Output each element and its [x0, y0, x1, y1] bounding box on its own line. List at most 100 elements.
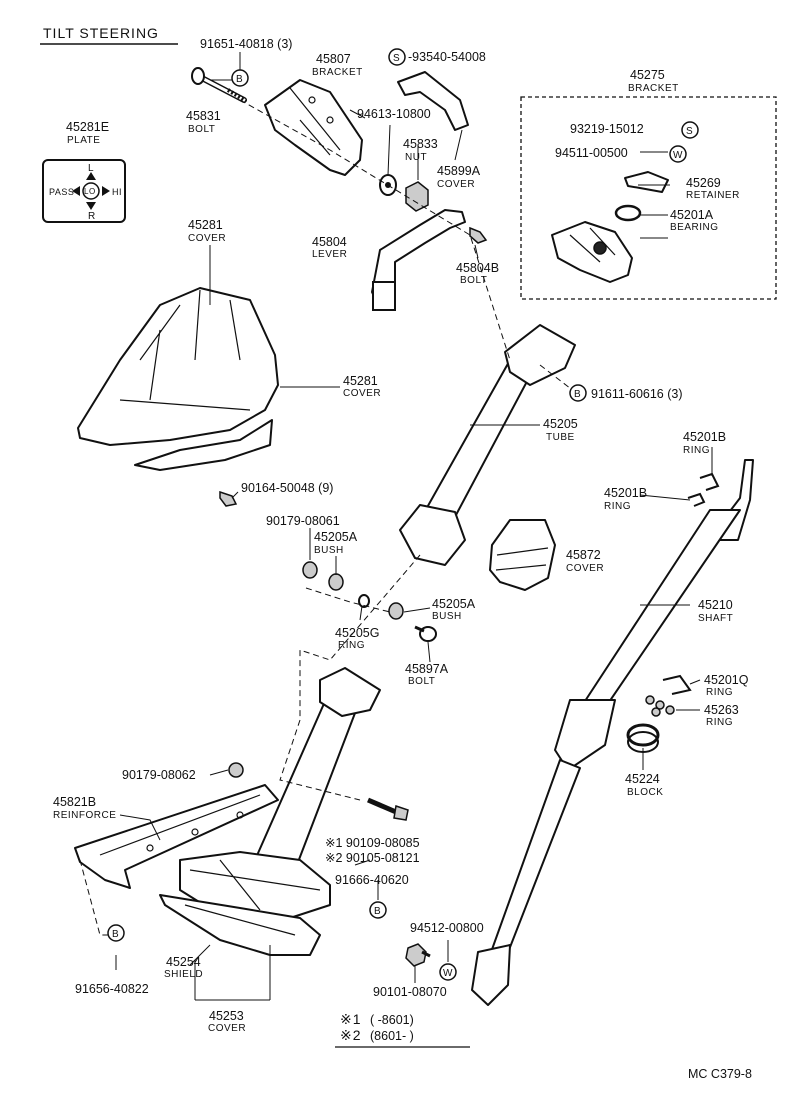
label-94512-number: 94512-00800 — [410, 921, 484, 935]
label-45804B-number: 45804B — [456, 261, 499, 275]
bracket-assembly-box — [520, 96, 777, 300]
label-45201B-top-number: 45201B — [683, 430, 726, 444]
bush-45205A-lower-drawing — [388, 602, 404, 620]
label-45281E-number: 45281E — [66, 120, 109, 134]
label-91666-number: 91666-40620 — [335, 873, 409, 887]
plate-label-l: L — [88, 163, 94, 174]
svg-text:B: B — [112, 929, 119, 940]
label-45897A-number: 45897A — [405, 662, 449, 676]
note-1-mark: ※1 — [340, 1011, 362, 1027]
label-45899A-number: 45899A — [437, 164, 481, 178]
label-45201Q-number: 45201Q — [704, 673, 749, 687]
label-45269-name: RETAINER — [686, 190, 740, 201]
label-90164-number: 90164-50048 (9) — [241, 481, 333, 495]
label-45201B-bot-number: 45201B — [604, 486, 647, 500]
tilt-plate: L R PASS LO HI — [42, 159, 126, 223]
screw-90164-drawing — [219, 490, 238, 507]
label-45201B-top-name: RING — [683, 445, 710, 456]
label-91656-number: 91656-40822 — [75, 982, 149, 996]
svg-text:B: B — [236, 74, 243, 85]
label-45833-number: 45833 — [403, 137, 438, 151]
label-91611-number: 91611-60616 (3) — [591, 387, 683, 401]
plate-label-r: R — [88, 211, 96, 222]
ring-45201Q-drawing — [662, 674, 692, 695]
svg-text:B: B — [374, 906, 381, 917]
label-90105-number: ※2 90105-08121 — [325, 851, 420, 865]
bracket-45807-drawing — [264, 79, 363, 176]
bolt-45897A-drawing — [414, 625, 437, 642]
label-45205-name: TUBE — [546, 432, 575, 443]
label-45281-mid-number: 45281 — [343, 374, 378, 388]
label-45831-name: BOLT — [188, 124, 215, 135]
label-45210-name: SHAFT — [698, 613, 733, 624]
label-45831-number: 45831 — [186, 109, 221, 123]
svg-text:W: W — [673, 150, 683, 161]
ring-45201B-drawing — [687, 472, 720, 507]
symbol-s-93219: S — [681, 121, 699, 139]
svg-text:S: S — [686, 126, 693, 137]
label-45281-top-name: COVER — [188, 233, 226, 244]
label-93540-number: -93540-54008 — [408, 50, 486, 64]
figure-code: MC C379-8 — [688, 1067, 752, 1081]
label-45205A-top-number: 45205A — [314, 530, 358, 544]
retainer-45269-drawing — [624, 171, 669, 193]
assembly-line-a — [239, 99, 511, 361]
symbol-w-94511: W — [669, 145, 687, 163]
svg-text:S: S — [393, 53, 400, 64]
bracket-45275-drawing — [551, 221, 633, 283]
label-45210-number: 45210 — [698, 598, 733, 612]
label-94511-number: 94511-00500 — [555, 146, 628, 160]
shield-45254-drawing — [159, 894, 321, 956]
label-45275-name: BRACKET — [628, 83, 679, 94]
label-45899A-name: COVER — [437, 179, 475, 190]
nut-90179-08062-drawing — [228, 762, 244, 778]
note-1-range: ( -8601) — [370, 1013, 414, 1027]
ring-45263-drawing — [645, 695, 675, 717]
label-45804-number: 45804 — [312, 235, 347, 249]
label-45872-number: 45872 — [566, 548, 601, 562]
note-2: ※2 (8601- ) — [340, 1027, 414, 1043]
label-45804-name: LEVER — [312, 249, 347, 260]
bearing-45201A-drawing — [614, 204, 642, 222]
label-45254-name: SHIELD — [164, 969, 203, 980]
label-45281-top-number: 45281 — [188, 218, 223, 232]
label-93219-number: 93219-15012 — [570, 122, 644, 136]
label-45804B-name: BOLT — [460, 275, 487, 286]
label-45807-name: BRACKET — [312, 67, 363, 78]
note-2-mark: ※2 — [340, 1027, 362, 1043]
label-45201A-name: BEARING — [670, 222, 719, 233]
plate-label-lo: LO — [84, 187, 96, 196]
label-45821B-name: REINFORCE — [53, 810, 116, 821]
plate-label-hi: HI — [112, 187, 122, 197]
label-45253-number: 45253 — [209, 1009, 244, 1023]
bolt-45831-drawing — [191, 67, 248, 103]
label-45254-number: 45254 — [166, 955, 201, 969]
label-45205G-name: RING — [338, 640, 365, 651]
plate-label-pass: PASS — [49, 187, 74, 197]
label-45821B-number: 45821B — [53, 795, 96, 809]
label-45201Q-name: RING — [706, 687, 733, 698]
leader-lines — [115, 52, 713, 1001]
label-45275-number: 45275 — [630, 68, 665, 82]
symbol-w-94512: W — [439, 963, 457, 981]
diagram-title: TILT STEERING — [43, 25, 159, 41]
note-1: ※1 ( -8601) — [340, 1011, 414, 1027]
block-45224-drawing — [626, 723, 660, 753]
assembly-line-c — [299, 554, 421, 720]
label-45281E-name: PLATE — [67, 135, 100, 146]
nut-90101-drawing — [405, 943, 431, 967]
cover-45872-drawing — [489, 519, 556, 591]
label-90109-number: ※1 90109-08085 — [325, 836, 420, 850]
label-90101-number: 90101-08070 — [373, 985, 447, 999]
label-45281-mid-name: COVER — [343, 388, 381, 399]
cover-45899A-drawing — [397, 71, 469, 131]
bolt-90109-drawing — [367, 797, 409, 821]
lower-column-drawing — [254, 667, 381, 871]
symbol-b-91656: B — [107, 924, 125, 942]
label-45872-name: COVER — [566, 563, 604, 574]
label-45224-name: BLOCK — [627, 787, 663, 798]
cover-45253-drawing — [179, 851, 331, 919]
label-45224-number: 45224 — [625, 772, 660, 786]
label-45205A-top-name: BUSH — [314, 545, 344, 556]
